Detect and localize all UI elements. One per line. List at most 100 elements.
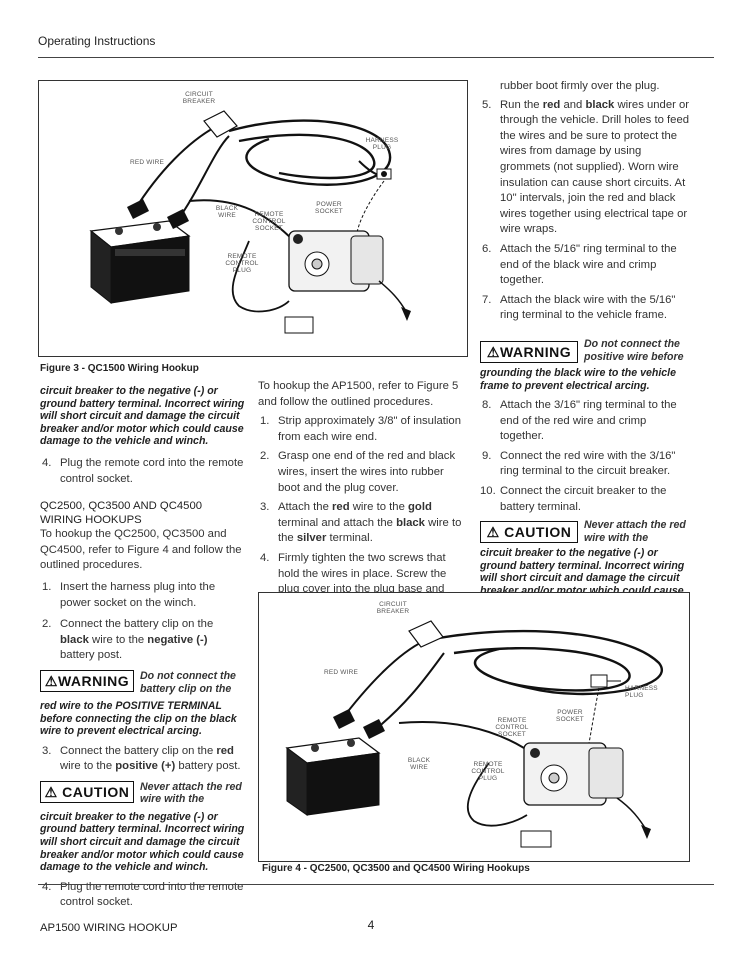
step-text: Run the	[500, 98, 543, 111]
fig3-label-harness-line2: PLUG	[372, 144, 392, 151]
col3-continued-text: rubber boot firmly over the plug.	[500, 80, 660, 92]
fig4-label-black-line2: WIRE	[410, 764, 428, 771]
step-number: 1.	[42, 580, 52, 593]
fig4-label-rcs-line3: SOCKET	[498, 731, 526, 738]
step-bold-text: negative (-)	[147, 633, 208, 646]
step-bold-text: black	[60, 633, 89, 646]
ap1500-section-heading: AP1500 WIRING HOOKUP	[40, 922, 178, 935]
harness-plug-illustration	[376, 168, 392, 180]
step-text: Attach the	[278, 501, 333, 514]
step-text: Connect the battery clip on the	[60, 744, 217, 757]
col1-step-4a: 4. Plug the remote cord into the remote …	[40, 456, 245, 487]
step-text: wire to the	[60, 760, 116, 773]
step-number: 8.	[482, 399, 492, 412]
qc-heading-line1: QC2500, QC3500 AND QC4500	[40, 500, 203, 513]
step-bold-text: gold	[408, 501, 432, 514]
fig3-label-rcs-line3: SOCKET	[255, 225, 283, 232]
fig3-label-black-line2: WIRE	[218, 212, 236, 219]
step-bold-text: black	[396, 516, 425, 529]
figure-4-illustration	[285, 620, 663, 848]
fig4-label-rcp-line3: PLUG	[478, 775, 498, 782]
fig4-label-rcp-line1: REMOTE	[473, 761, 503, 768]
step-number: 5.	[482, 98, 492, 111]
fig3-label-power-line2: SOCKET	[315, 208, 343, 215]
step-number: 2.	[42, 618, 52, 631]
figure-4-wires	[338, 629, 663, 827]
col1-step-1: 1. Insert the harness plug into the powe…	[40, 580, 245, 611]
fig3-label-circuit-breaker-line2: BREAKER	[182, 98, 216, 105]
step-text: and	[560, 98, 586, 111]
qc-intro-text: To hookup the QC2500, QC3500 and QC4500,…	[40, 528, 242, 572]
col2-step-2: 2. Grasp one end of the red and black wi…	[258, 449, 468, 496]
fig4-label-red-wire: RED WIRE	[323, 669, 359, 676]
col3-step-9: 9. Connect the red wire with the 3/16" r…	[480, 449, 690, 480]
warning-notice-2: ⚠WARNING Do not connect the positive wir…	[480, 337, 690, 367]
col2-step-1: 1. Strip approximately 3/8" of insulatio…	[258, 414, 468, 445]
fig4-label-power-line2: SOCKET	[556, 716, 584, 723]
figure-3-illustration	[89, 110, 411, 334]
step-number: 4.	[42, 880, 52, 893]
step-number: 9.	[482, 449, 492, 462]
fig3-label-rcs-line2: CONTROL	[252, 218, 286, 225]
fig3-label-power-line1: POWER	[316, 201, 342, 208]
column-3: rubber boot firmly over the plug. 5. Run…	[480, 79, 690, 610]
circuit-breaker-illustration	[408, 620, 444, 648]
fig4-label-black-line1: BLACK	[407, 757, 431, 764]
battery-clips	[127, 199, 189, 229]
fig4-label-circuit-breaker-line2: BREAKER	[376, 608, 410, 615]
header-rule	[38, 57, 714, 58]
caution-body-text: circuit breaker to the negative (-) or g…	[40, 810, 245, 874]
step-text: battery post.	[175, 760, 241, 773]
step-text: Strip approximately 3/8" of insulation f…	[278, 415, 461, 443]
fig4-label-rcs-line2: CONTROL	[495, 724, 529, 731]
step-text: wires under or through the vehicle. Dril…	[500, 98, 690, 236]
step-text: terminal and attach the	[278, 516, 397, 529]
step-number: 3.	[260, 501, 270, 514]
figure-4-caption: Figure 4 - QC2500, QC3500 and QC4500 Wir…	[262, 863, 530, 874]
caution-notice-1: ⚠ CAUTION Never attach the red wire with…	[40, 780, 245, 811]
fig3-label-circuit-breaker-line1: CIRCUIT	[185, 91, 213, 98]
fig3-label-rcp-line1: REMOTE	[227, 253, 257, 260]
caution-badge: ⚠ CAUTION	[40, 780, 134, 803]
fig4-label-rcp-line2: CONTROL	[471, 768, 505, 775]
col3-step-10: 10. Connect the circuit breaker to the b…	[480, 484, 690, 515]
step-number: 10.	[480, 485, 496, 498]
caution-side-text: Never attach the red wire with the	[584, 519, 686, 544]
fig4-label-harness-line1: HARNESS	[625, 685, 658, 692]
column-2: To hookup the AP1500, refer to Figure 5 …	[258, 379, 468, 613]
step-text: Grasp one end of the red and black wires…	[278, 450, 456, 494]
caution-notice-2: ⚠ CAUTION Never attach the red wire with…	[480, 519, 690, 547]
step-text: Plug the remote cord into the remote con…	[60, 880, 244, 909]
caution-badge: ⚠ CAUTION	[480, 521, 578, 544]
battery-clips	[333, 709, 385, 739]
col1-continued-caution-text: circuit breaker to the negative (-) or g…	[40, 385, 245, 448]
warning-side-text: Do not connect the positive wire before	[584, 337, 684, 363]
page-header-title: Operating Instructions	[38, 34, 156, 48]
battery-illustration	[89, 220, 191, 305]
page-number: 4	[367, 918, 375, 932]
step-text: Attach the 5/16" ring terminal to the en…	[500, 242, 677, 287]
fig4-label-harness-line2: PLUG	[625, 692, 644, 699]
step-number: 7.	[482, 293, 492, 306]
harness-plug-illustration	[590, 674, 621, 688]
caution-side-text: Never attach the red wire with the	[140, 780, 242, 806]
step-text: wire to the	[278, 516, 462, 545]
col1-step-2: 2. Connect the battery clip on the black…	[40, 617, 245, 664]
figure-3-wires	[133, 119, 392, 313]
fig4-label-circuit-breaker-line1: CIRCUIT	[379, 601, 407, 608]
step-text: Connect the circuit breaker to the batte…	[500, 485, 667, 513]
warning-badge: ⚠WARNING	[40, 669, 134, 692]
step-number: 4.	[260, 551, 270, 564]
fig3-label-rcp-line3: PLUG	[232, 267, 252, 274]
step-text: wire to the	[88, 633, 148, 646]
winch-illustration	[520, 742, 651, 848]
qc-heading-line2: WIRING HOOKUPS	[40, 514, 142, 527]
ap1500-intro-text: To hookup the AP1500, refer to Figure 5 …	[258, 380, 459, 408]
step-text: Attach the black wire with the 5/16" rin…	[500, 293, 676, 322]
qc-section-heading: QC2500, QC3500 AND QC4500 WIRING HOOKUPS	[40, 499, 245, 527]
step-number: 6.	[482, 242, 492, 255]
step-text: battery post.	[60, 649, 123, 662]
warning-notice-1: ⚠WARNING Do not connect the battery clip…	[40, 669, 245, 700]
step-text: Plug the remote cord into the remote con…	[60, 456, 244, 485]
figure-3-frame: CIRCUIT BREAKER HARNESS PLUG RED WIRE BL…	[38, 80, 468, 357]
